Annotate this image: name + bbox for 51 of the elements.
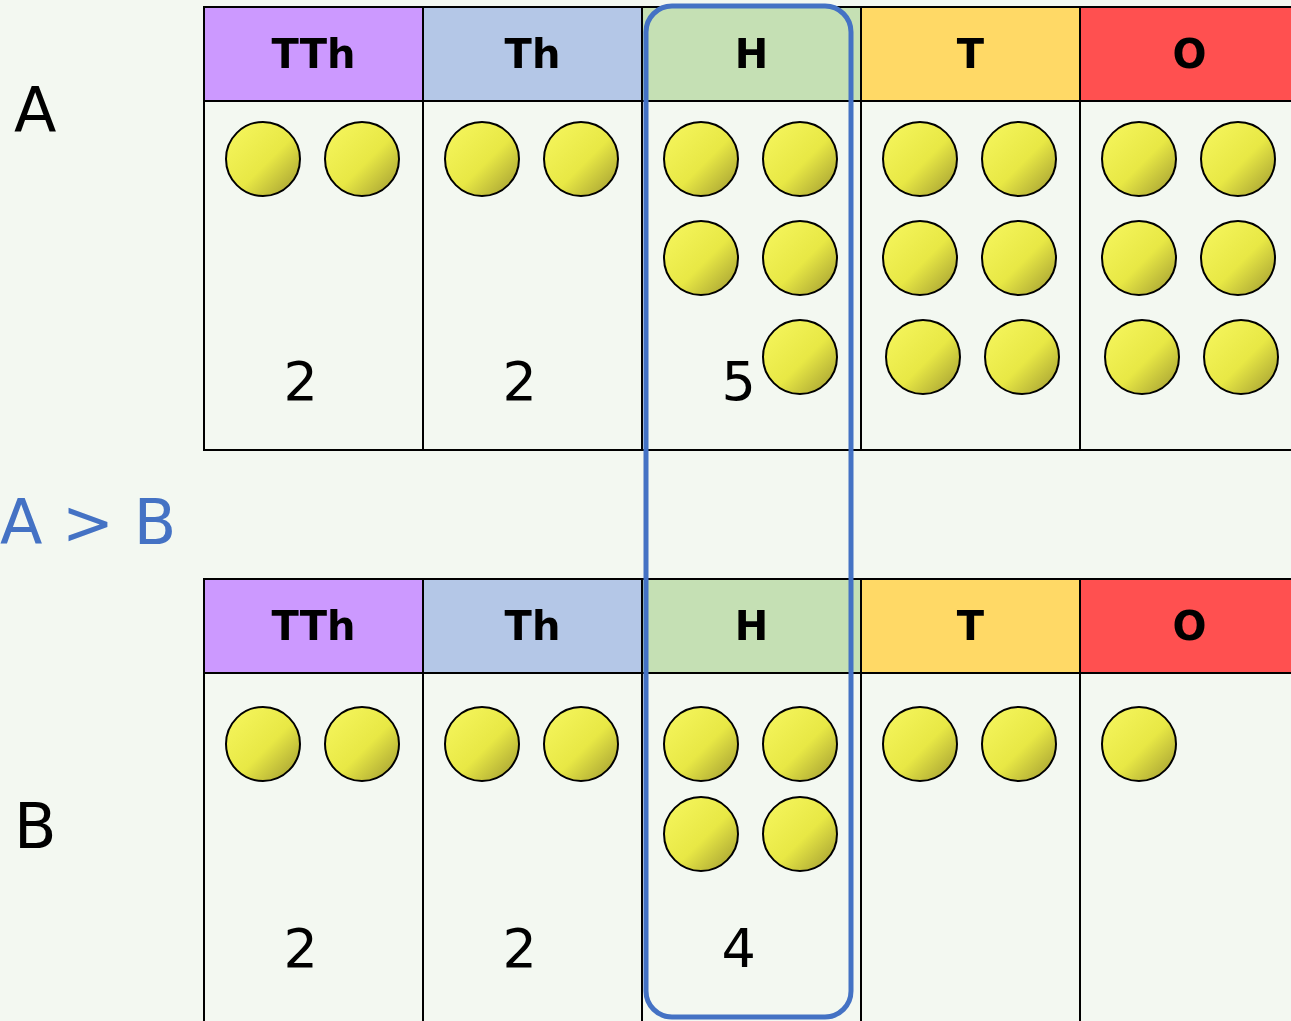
column-header: TTh (203, 6, 424, 102)
counter-circle (542, 705, 620, 783)
row-label: B (14, 792, 57, 862)
column-header: O (1079, 6, 1291, 102)
counter-circle (662, 795, 740, 873)
counter-circle (983, 318, 1061, 396)
column-header: T (860, 578, 1081, 674)
counter-circle (1103, 318, 1181, 396)
counter-circle (224, 705, 302, 783)
counter-circle (881, 219, 959, 297)
counter-circle (881, 120, 959, 198)
counter-circle (443, 120, 521, 198)
counter-circle (323, 705, 401, 783)
counter-circle (1199, 120, 1277, 198)
column-header: Th (422, 578, 643, 674)
counter-circle (662, 705, 740, 783)
counter-circle (761, 120, 839, 198)
digit-label: 5 (721, 352, 756, 412)
digit-label: 2 (502, 919, 537, 979)
counter-circle (980, 120, 1058, 198)
counter-circle (761, 219, 839, 297)
counter-circle (761, 705, 839, 783)
column-header: Th (422, 6, 643, 102)
counter-circle (881, 705, 959, 783)
counter-circle (761, 318, 839, 396)
counter-circle (323, 120, 401, 198)
counter-circle (1202, 318, 1280, 396)
counter-circle (1100, 705, 1178, 783)
counter-circle (1199, 219, 1277, 297)
column-header: T (860, 6, 1081, 102)
column-header: H (641, 578, 862, 674)
column-header: TTh (203, 578, 424, 674)
digit-label: 2 (283, 919, 318, 979)
digit-label: 2 (502, 352, 537, 412)
digit-label: 4 (721, 919, 756, 979)
counter-circle (662, 219, 740, 297)
counter-circle (980, 219, 1058, 297)
counter-circle (761, 795, 839, 873)
counter-circle (980, 705, 1058, 783)
counter-circle (542, 120, 620, 198)
column-header: O (1079, 578, 1291, 674)
place-value-cell (203, 100, 424, 451)
counter-circle (224, 120, 302, 198)
counter-circle (1100, 219, 1178, 297)
row-label: A (14, 76, 57, 146)
counter-circle (443, 705, 521, 783)
counter-circle (1100, 120, 1178, 198)
counter-circle (662, 120, 740, 198)
counter-circle (884, 318, 962, 396)
digit-label: 2 (283, 352, 318, 412)
row-label: A > B (0, 488, 177, 558)
